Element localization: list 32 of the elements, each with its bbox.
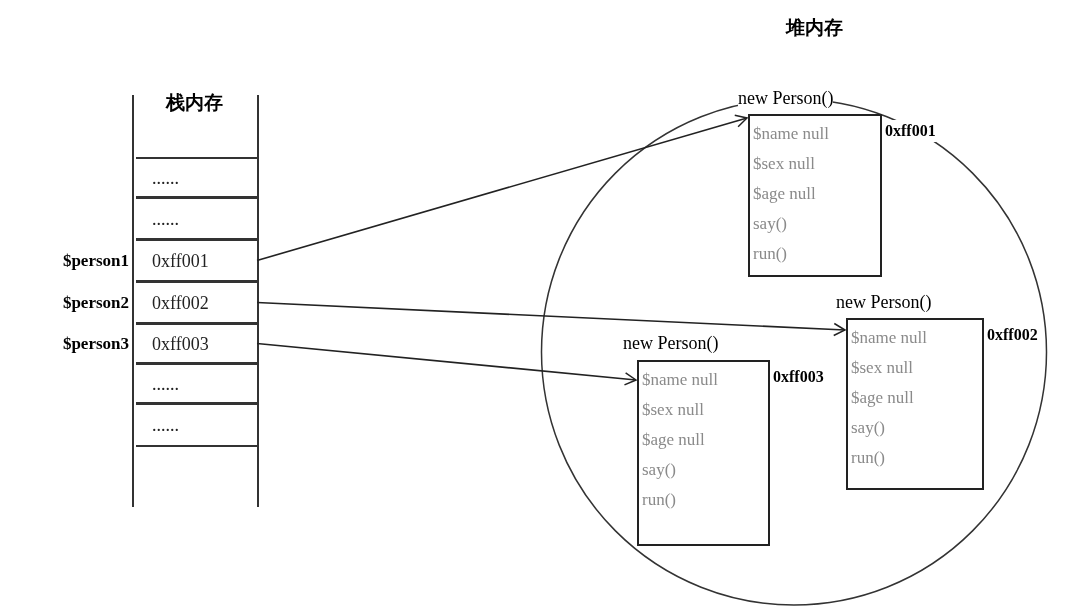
address-label: 0xff001 bbox=[885, 120, 936, 142]
stack-title: 栈内存 bbox=[166, 91, 223, 115]
stack-cell: ...... bbox=[136, 157, 259, 198]
variable-name: $person1 bbox=[62, 249, 129, 272]
heap-circle bbox=[540, 16, 1048, 608]
field-text: run() bbox=[753, 243, 788, 265]
field-text: say() bbox=[753, 213, 788, 235]
stack-cell: 0xff002 bbox=[136, 281, 259, 324]
field-text: $age null bbox=[642, 429, 706, 451]
field-text: $sex null bbox=[851, 357, 914, 379]
arrow bbox=[256, 301, 846, 337]
field-text: say() bbox=[642, 459, 677, 481]
stack-cell: ...... bbox=[136, 197, 259, 240]
variable-name: $person3 bbox=[62, 332, 129, 355]
variable-name: $person2 bbox=[62, 291, 129, 314]
stack-cell: 0xff001 bbox=[136, 239, 259, 282]
field-text: $sex null bbox=[642, 399, 705, 421]
arrow bbox=[256, 342, 637, 386]
arrow bbox=[256, 114, 748, 262]
field-text: run() bbox=[851, 447, 886, 469]
heap-title: 堆内存 bbox=[786, 16, 843, 40]
field-text: $age null bbox=[851, 387, 915, 409]
stack-cell: 0xff003 bbox=[136, 323, 259, 364]
field-text: $name null bbox=[753, 123, 830, 145]
field-text: run() bbox=[642, 489, 677, 511]
field-text: $age null bbox=[753, 183, 817, 205]
stack-cell: ...... bbox=[136, 403, 259, 447]
field-text: $sex null bbox=[753, 153, 816, 175]
stack-cell: ...... bbox=[136, 363, 259, 404]
field-text: $name null bbox=[642, 369, 719, 391]
field-text: $name null bbox=[851, 327, 928, 349]
field-text: say() bbox=[851, 417, 886, 439]
